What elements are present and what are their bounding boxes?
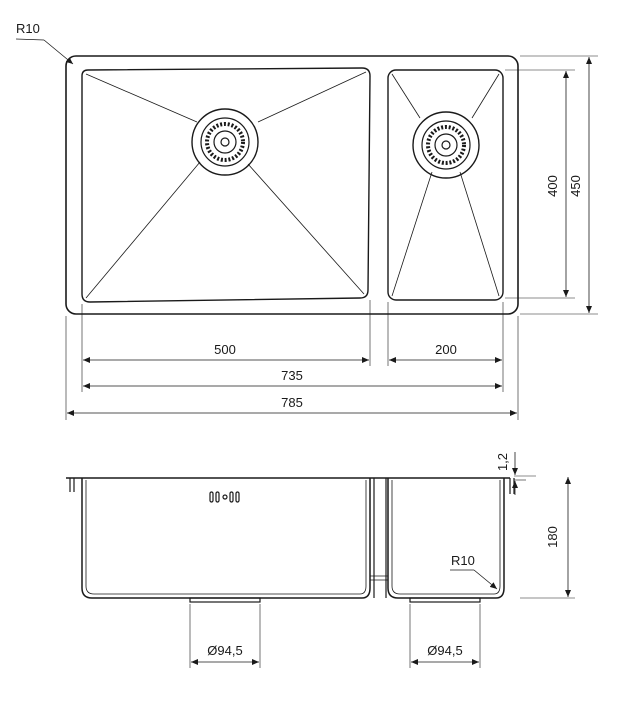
dimension-label-785: 785 bbox=[281, 395, 303, 410]
large-bowl bbox=[81, 67, 371, 303]
r10-leader-shelf bbox=[15, 38, 45, 41]
top-view: R10 500 200 735 785 400 450 bbox=[15, 21, 598, 420]
thickness-label: 1,2 bbox=[495, 453, 510, 471]
large-bowl-slope-line bbox=[247, 163, 365, 295]
r10-leader-arrow bbox=[473, 569, 498, 590]
dimension-label-400: 400 bbox=[545, 175, 560, 197]
section-view: Ø94,5 Ø94,5 R10 1,2 180 bbox=[66, 452, 575, 668]
small-bowl-outline bbox=[387, 69, 504, 301]
dimension-label-450: 450 bbox=[568, 175, 583, 197]
drain-diameter-label-left: Ø94,5 bbox=[207, 643, 242, 658]
section-corner-radius-label: R10 bbox=[451, 553, 475, 568]
large-bowl-slope-line bbox=[257, 71, 367, 123]
large-bowl-inner-wall bbox=[85, 480, 367, 595]
dimension-label-500: 500 bbox=[214, 342, 236, 357]
depth-label: 180 bbox=[545, 526, 560, 548]
small-bowl-inner-wall bbox=[391, 480, 501, 595]
large-bowl-slope-line bbox=[85, 161, 201, 299]
small-drain-outlet bbox=[409, 597, 481, 603]
small-bowl-strainer bbox=[412, 111, 480, 179]
small-bowl bbox=[387, 69, 504, 301]
large-drain-outlet bbox=[189, 597, 261, 603]
small-bowl-slope-line bbox=[391, 171, 433, 297]
sink-outer-rim bbox=[65, 55, 519, 315]
large-bowl-strainer bbox=[191, 108, 259, 176]
small-bowl-slope-line bbox=[459, 171, 500, 297]
dimension-label-200: 200 bbox=[435, 342, 457, 357]
overflow-icon bbox=[209, 491, 240, 503]
r10-leader-arrow bbox=[43, 39, 74, 65]
small-bowl-slope-line bbox=[391, 73, 421, 119]
dimension-label-735: 735 bbox=[281, 368, 303, 383]
large-bowl-slope-line bbox=[85, 73, 198, 123]
small-bowl-slope-line bbox=[471, 73, 500, 119]
corner-radius-label: R10 bbox=[16, 21, 40, 36]
drain-diameter-label-right: Ø94,5 bbox=[427, 643, 462, 658]
large-bowl-outline bbox=[81, 67, 371, 303]
